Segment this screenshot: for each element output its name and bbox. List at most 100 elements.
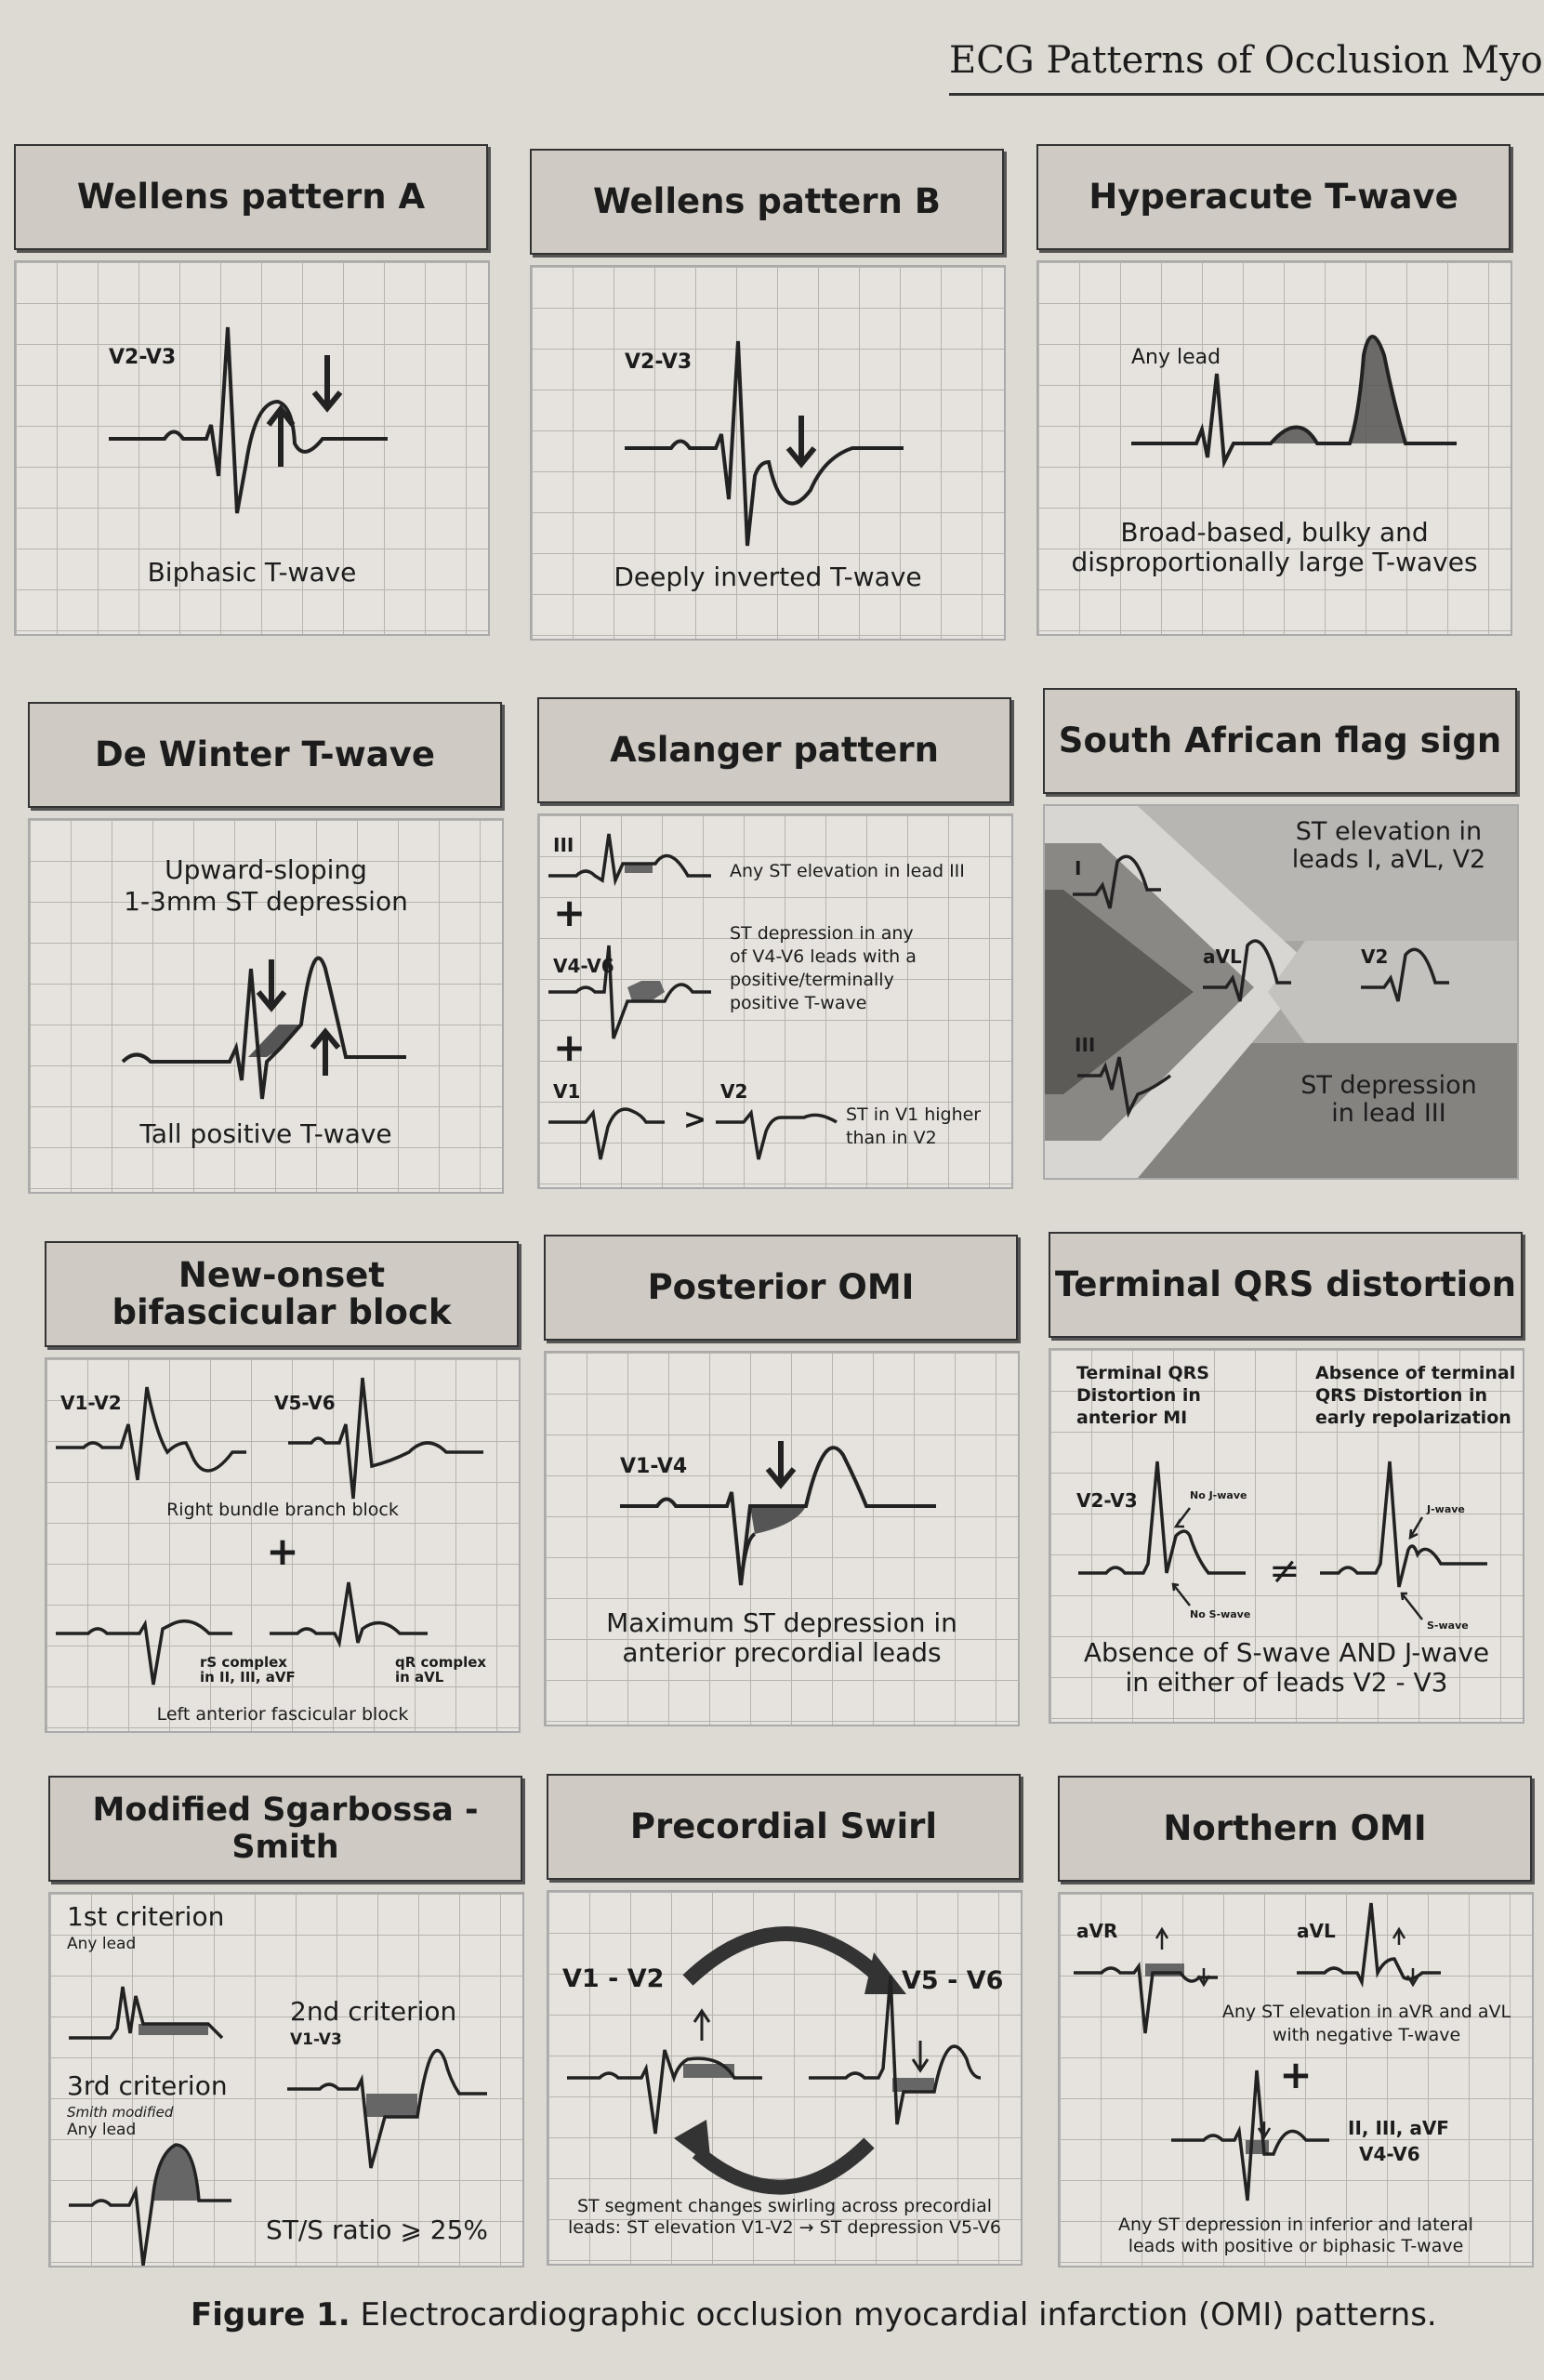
criterion-2-sub: V1-V3 <box>290 2030 342 2049</box>
plus-1: + <box>553 890 587 935</box>
panel-title: Hyperacute T-wave <box>1036 144 1511 250</box>
panel-title: Northern OMI <box>1058 1776 1532 1882</box>
ecg-trace-de-winter <box>121 956 406 1100</box>
south-african-flag-diagram <box>1045 806 1517 1178</box>
right-note-1: Absence of terminal <box>1315 1363 1516 1383</box>
caption-bottom: Tall positive T-wave <box>139 1118 392 1149</box>
chevron-icon: > <box>683 1104 707 1136</box>
ecg-trace-terminal-qrs <box>1078 1461 1487 1620</box>
lead-label-v2: V2 <box>1361 945 1389 968</box>
panel-body: V1 - V2 V5 - V6 ST segment changes swirl… <box>547 1890 1023 2266</box>
note-v4v6-3: positive/terminally <box>730 970 894 990</box>
ecg-trace-posterior <box>620 1441 936 1586</box>
panel-title: South African flag sign <box>1043 688 1517 794</box>
panel-body: V2-V3 Deeply inverted T-wave <box>530 265 1006 641</box>
note-v1-1: ST in V1 higher <box>846 1104 982 1125</box>
qr-2: in aVL <box>395 1669 444 1686</box>
note-v1-2: than in V2 <box>846 1128 937 1148</box>
figure-caption: Figure 1. Electrocardiographic occlusion… <box>191 2296 1437 2334</box>
panel-body: Upward-sloping 1-3mm ST depression Tall … <box>28 818 504 1194</box>
caption-line2: disproportionally large T-waves <box>1071 547 1478 577</box>
caption: Biphasic T-wave <box>147 557 357 588</box>
lead-label-v1v2: V1-V2 <box>60 1392 122 1414</box>
panel-title: Terminal QRS distortion <box>1049 1232 1523 1338</box>
panel-title: New-onset bifascicular block <box>45 1241 519 1347</box>
panel-title: Modified Sgarbossa - Smith <box>48 1776 522 1882</box>
lead-label-v4v6: V4-V6 <box>553 955 614 977</box>
lead-label: V2-V3 <box>109 346 177 369</box>
s-wave-label: S-wave <box>1427 1620 1469 1632</box>
plus: + <box>1279 2052 1313 2097</box>
ecg-trace-hyperacute <box>1131 335 1457 469</box>
rbbb-label: Right bundle branch block <box>166 1500 399 1520</box>
st-s-ratio: ST/S ratio ⩾ 25% <box>266 2215 489 2245</box>
caption-line1: Broad-based, bulky and <box>1120 517 1429 548</box>
caption-1: Maximum ST depression in <box>606 1607 957 1638</box>
figure-text: Electrocardiographic occlusion myocardia… <box>350 2296 1437 2334</box>
lafb-label: Left anterior fascicular block <box>156 1704 409 1725</box>
leads-2: V4-V6 <box>1359 2143 1420 2165</box>
criterion-1-sub: Any lead <box>67 1935 137 1953</box>
panel-body: aVR aVL Any ST elevation in aVR and aVL … <box>1058 1892 1534 2268</box>
criterion-3-sub-2: Any lead <box>67 2121 137 2139</box>
plus: + <box>266 1528 299 1574</box>
criterion-1: 1st criterion <box>67 1901 225 1932</box>
panel-title: De Winter T-wave <box>28 702 502 808</box>
j-wave-label: J-wave <box>1427 1503 1465 1515</box>
note-1: Any ST elevation in aVR and aVL <box>1221 2002 1511 2022</box>
rs-2: in II, III, aVF <box>200 1669 296 1686</box>
note-v4v6-4: positive T-wave <box>730 993 867 1013</box>
lead-label-v2: V2 <box>720 1080 748 1103</box>
rs-1: rS complex <box>200 1654 287 1671</box>
caption-2: leads: ST elevation V1-V2 → ST depressio… <box>568 2217 1001 2238</box>
panel-title: Precordial Swirl <box>547 1774 1021 1880</box>
panel-title: Aslanger pattern <box>537 697 1011 803</box>
lead-label-avl: aVL <box>1297 1920 1336 1942</box>
ecg-trace-wellens-b <box>625 340 904 547</box>
panel-body: I aVL V2 III ST elevation in leads I, aV… <box>1043 804 1519 1180</box>
qr-1: qR complex <box>395 1654 487 1671</box>
lead-label-avl: aVL <box>1203 945 1242 968</box>
no-s-wave-label: No S-wave <box>1190 1608 1251 1620</box>
lead-label: V1-V4 <box>620 1455 688 1478</box>
left-note-3: anterior MI <box>1076 1408 1188 1428</box>
lead-label: V2-V3 <box>1076 1489 1138 1512</box>
ecg-trace-wellens-a <box>109 326 388 514</box>
running-head: ECG Patterns of Occlusion Myocard <box>949 28 1544 96</box>
caption-2: leads with positive or biphasic T-wave <box>1128 2236 1464 2256</box>
criterion-3-sub-1: Smith modified <box>67 2104 174 2121</box>
not-equal-icon: ≠ <box>1269 1550 1300 1593</box>
caption-1: ST segment changes swirling across preco… <box>576 2196 993 2216</box>
note-bottom-1: ST depression <box>1300 1071 1477 1100</box>
ecg-trace-swirl <box>567 1926 982 2195</box>
ecg-trace-bifascicular <box>56 1377 483 1686</box>
lead-label-right: V5 - V6 <box>902 1966 1004 1995</box>
panel-body: V1-V4 Maximum ST depression in anterior … <box>544 1351 1020 1726</box>
caption-2: anterior precordial leads <box>622 1637 942 1668</box>
panel-title: Wellens pattern B <box>530 149 1004 255</box>
note-2: with negative T-wave <box>1272 2025 1461 2045</box>
lead-label-iii: III <box>1075 1034 1096 1056</box>
caption: Deeply inverted T-wave <box>614 562 922 592</box>
caption-top-1: Upward-sloping <box>165 854 367 885</box>
lead-label-v5v6: V5-V6 <box>274 1392 336 1414</box>
note-v4v6-1: ST depression in any <box>730 923 914 944</box>
note-v4v6-2: of V4-V6 leads with a <box>730 946 917 967</box>
criterion-3: 3rd criterion <box>67 2070 228 2101</box>
right-note-3: early repolarization <box>1315 1408 1511 1428</box>
lead-label-iii: III <box>553 834 574 856</box>
note-bottom-2: in lead III <box>1331 1099 1446 1128</box>
panel-body: III Any ST elevation in lead III + V4-V6… <box>537 813 1013 1189</box>
left-note-2: Distortion in <box>1076 1385 1201 1406</box>
lead-label-v1: V1 <box>553 1080 581 1103</box>
ecg-trace-sgarbossa <box>69 1986 487 2266</box>
caption-1: Absence of S-wave AND J-wave <box>1083 1637 1490 1668</box>
lead-label: Any lead <box>1131 346 1221 369</box>
no-j-wave-label: No J-wave <box>1190 1489 1247 1501</box>
note-iii: Any ST elevation in lead III <box>730 861 965 881</box>
title-line2: bifascicular block <box>112 1292 452 1332</box>
left-note-1: Terminal QRS <box>1076 1363 1209 1383</box>
caption-1: Any ST depression in inferior and latera… <box>1118 2215 1473 2235</box>
note-top-2: leads I, aVL, V2 <box>1291 845 1486 874</box>
title-line1: New-onset <box>178 1255 386 1295</box>
